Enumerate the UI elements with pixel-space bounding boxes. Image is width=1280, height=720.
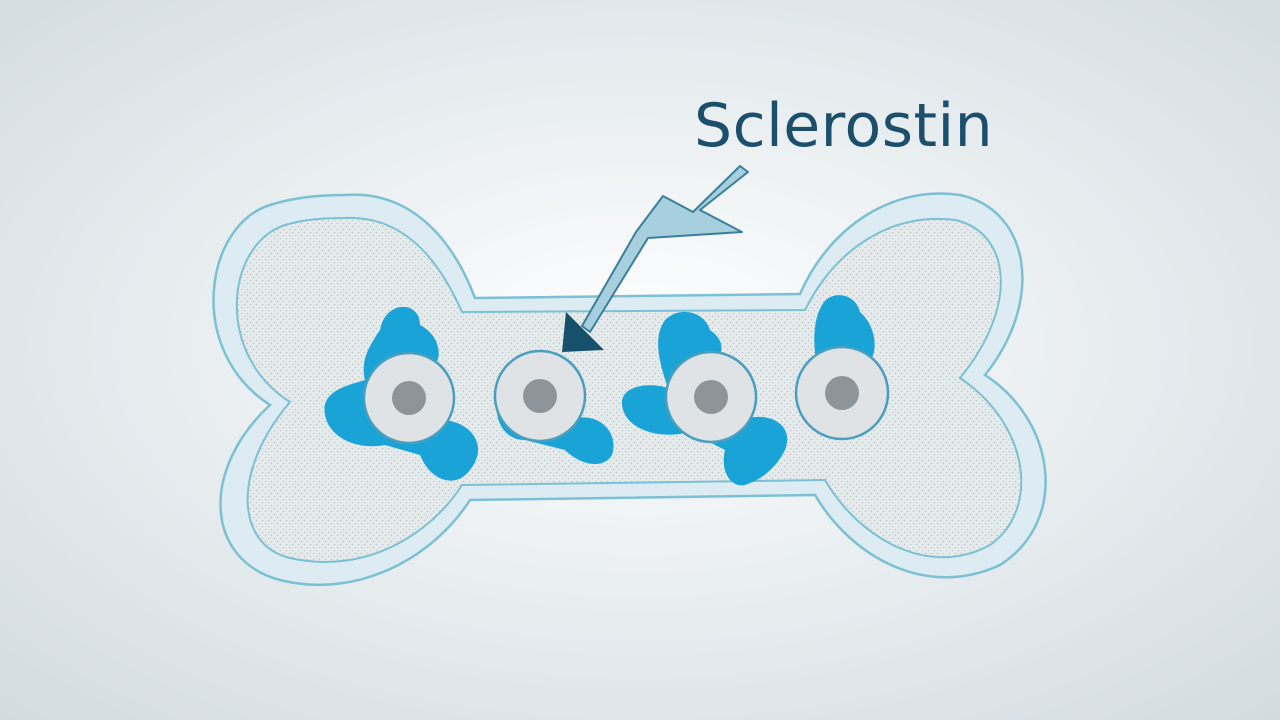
cell-icon [664,350,758,444]
sclerostin-label: Sclerostin [694,91,994,161]
cell-nucleus [523,379,557,413]
arrow-head [562,312,604,352]
arrow-icon [562,165,749,352]
cell-nucleus [694,380,728,414]
cell-icon [794,345,890,441]
cell-nucleus [392,381,426,415]
cell-icon [362,351,456,445]
cell-icon [493,349,587,443]
cell-nucleus [825,376,859,410]
arrow-shaft [581,165,749,333]
cell-group [362,345,890,445]
